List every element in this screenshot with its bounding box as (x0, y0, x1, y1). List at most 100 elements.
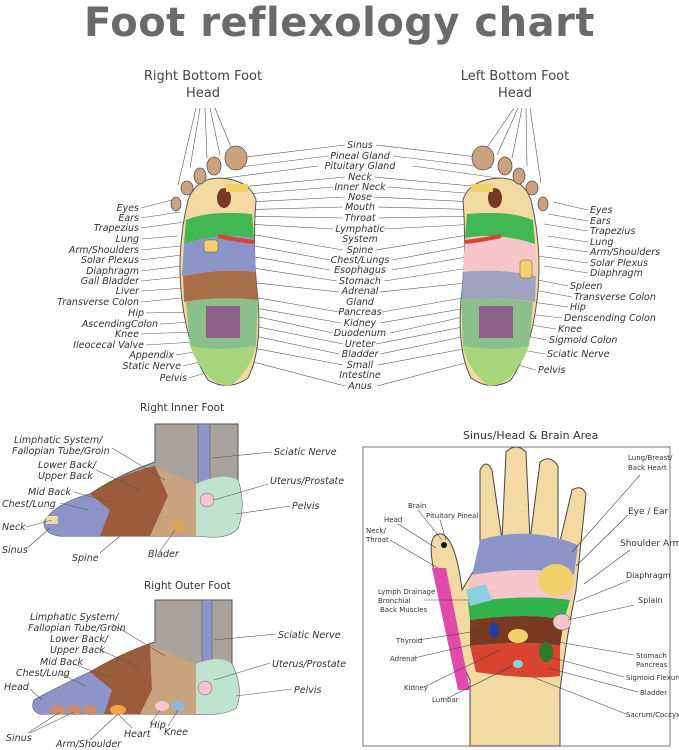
hand-label: Head (384, 516, 402, 524)
right-foot-label: Liver (116, 286, 140, 297)
inner-foot-label-group: Limphatic System/ Fallopian Tube/Groin L… (2, 435, 344, 564)
right-foot-label: Diaphragm (86, 266, 139, 277)
inner-foot-label: Uterus/Prostate (270, 476, 344, 487)
inner-foot-label: Sinus (2, 545, 28, 556)
outer-foot-label: Upper Back (50, 645, 105, 656)
left-foot-label: Ears (590, 216, 611, 227)
inner-foot-title: Right Inner Foot (140, 402, 225, 414)
right-foot-label: Arm/Shoulders (68, 245, 139, 256)
inner-foot-label: Lower Back/ (38, 460, 98, 471)
left-foot-label: Knee (558, 324, 582, 335)
center-label: Inner Neck (334, 182, 386, 193)
hand-illustration (362, 446, 671, 747)
left-sole-illustration (459, 145, 549, 386)
inner-foot-guide-lines (25, 447, 291, 554)
center-label: Esophagus (334, 265, 386, 276)
hand-label: Stomach (636, 652, 667, 660)
center-label: Kidney (344, 318, 377, 329)
inner-foot-label: Blader (148, 549, 180, 560)
right-foot-label: Hip (128, 308, 144, 319)
left-foot-label: Transverse Colon (574, 292, 656, 303)
inner-foot-label: Limphatic System/ (14, 435, 104, 446)
center-label: Chest/Lungs (331, 255, 390, 266)
outer-foot-label: Chest/Lung (16, 668, 70, 679)
center-label: Pineal Gland (330, 151, 391, 162)
right-foot-label: Knee (115, 329, 139, 340)
left-foot-label: Sciatic Nerve (547, 349, 610, 360)
left-foot-label: Solar Plexus (590, 258, 648, 269)
center-label: Pancreas (338, 307, 381, 318)
right-bottom-foot-title: Right Bottom Foot (143, 69, 263, 84)
hand-label: Diaphragm (626, 571, 671, 580)
outer-foot-guide-lines (27, 623, 293, 741)
hand-label: Bronchial (378, 597, 411, 605)
right-foot-label: Eyes (117, 203, 139, 214)
outer-foot-label: Pelvis (294, 685, 321, 696)
hand-label: Back Muscles (380, 606, 427, 614)
inner-foot-label: Fallopian Tube/Groin (12, 446, 110, 457)
hand-label: Lung/Breast/ (628, 454, 673, 462)
right-foot-label: Ears (118, 213, 139, 224)
right-sole-illustration (170, 145, 260, 386)
left-foot-label: Eyes (590, 205, 612, 216)
outer-foot-label: Sciatic Nerve (278, 630, 341, 641)
center-label: Pituitary Gland (325, 161, 397, 172)
center-label: Sinus (347, 140, 373, 151)
hand-label: Back Heart (628, 464, 667, 472)
center-label: Stomach (339, 276, 381, 287)
center-label: Bladder (342, 349, 380, 360)
hand-label: Pituitary Pineal (426, 512, 478, 520)
center-label: System (342, 234, 377, 245)
hand-label: Throat (365, 536, 389, 544)
center-label: Neck (348, 172, 372, 183)
outer-foot-label: Hip (150, 720, 166, 731)
outer-foot-label: Uterus/Prostate (272, 659, 346, 670)
center-label: Throat (344, 213, 376, 224)
hand-label: Sigmoid Flexure (626, 674, 679, 682)
left-foot-label: Diaphragm (590, 268, 643, 279)
left-foot-label: Trapezius (590, 226, 635, 237)
outer-foot-title: Right Outer Foot (144, 580, 231, 592)
right-bottom-foot-header: Right Bottom Foot Head (128, 68, 278, 102)
left-foot-label: Lung (590, 237, 613, 248)
right-foot-label: Gall Bladder (81, 276, 140, 287)
left-foot-label: Arm/Shoulders (589, 247, 660, 258)
right-foot-label: Pelvis (160, 373, 187, 384)
hand-label: Bladder (640, 689, 667, 697)
hand-title: Sinus/Head & Brain Area (463, 429, 599, 442)
outer-foot-illustration (32, 599, 240, 715)
inner-foot-label: Chest/Lung (2, 499, 56, 510)
center-label: Anus (347, 381, 372, 392)
hand-guide-lines (389, 474, 641, 715)
right-foot-label-group: Eyes Ears Trapezius Lung Arm/Shoulders S… (57, 203, 187, 384)
center-label: Small (347, 360, 374, 371)
hand-label: Sacrum/Coccyx (626, 711, 679, 719)
inner-foot-label: Pelvis (292, 501, 319, 512)
hand-label-group: Lung/Breast/ Back Heart Eye / Ear Should… (365, 454, 679, 719)
hand-label: Lymph Drainage (378, 588, 435, 596)
hand-label: Lumbar (432, 696, 459, 704)
left-foot-label: Sigmoid Colon (549, 335, 617, 346)
center-label: Ureter (345, 339, 376, 350)
hand-label: Kidney (404, 684, 428, 692)
outer-foot-label: Knee (164, 727, 188, 738)
inner-foot-label: Sciatic Nerve (274, 447, 337, 458)
center-label: Spine (347, 245, 374, 256)
center-label: Duodenum (334, 328, 386, 339)
left-bottom-foot-title: Left Bottom Foot (460, 69, 570, 84)
left-foot-label: Spleen (570, 281, 602, 292)
left-bottom-foot-subtitle: Head (498, 86, 532, 101)
left-foot-label: Hip (570, 302, 586, 313)
left-foot-label-group: Eyes Ears Trapezius Lung Arm/Shoulders S… (538, 205, 660, 376)
hand-label: Brain (408, 502, 426, 510)
center-label: Lymphatic (335, 224, 385, 235)
right-foot-label: Solar Plexus (81, 255, 139, 266)
right-foot-label: Static Nerve (122, 361, 181, 372)
center-label-group: Sinus Pineal Gland Pituitary Gland Neck … (325, 140, 397, 392)
inner-foot-label: Mid Back (28, 487, 71, 498)
right-foot-label: Ileocecal Valve (73, 340, 144, 351)
chart-title: Foot reflexology chart (84, 0, 595, 46)
hand-label: Thyroid (395, 637, 422, 645)
inner-foot-label: Neck (2, 522, 26, 533)
